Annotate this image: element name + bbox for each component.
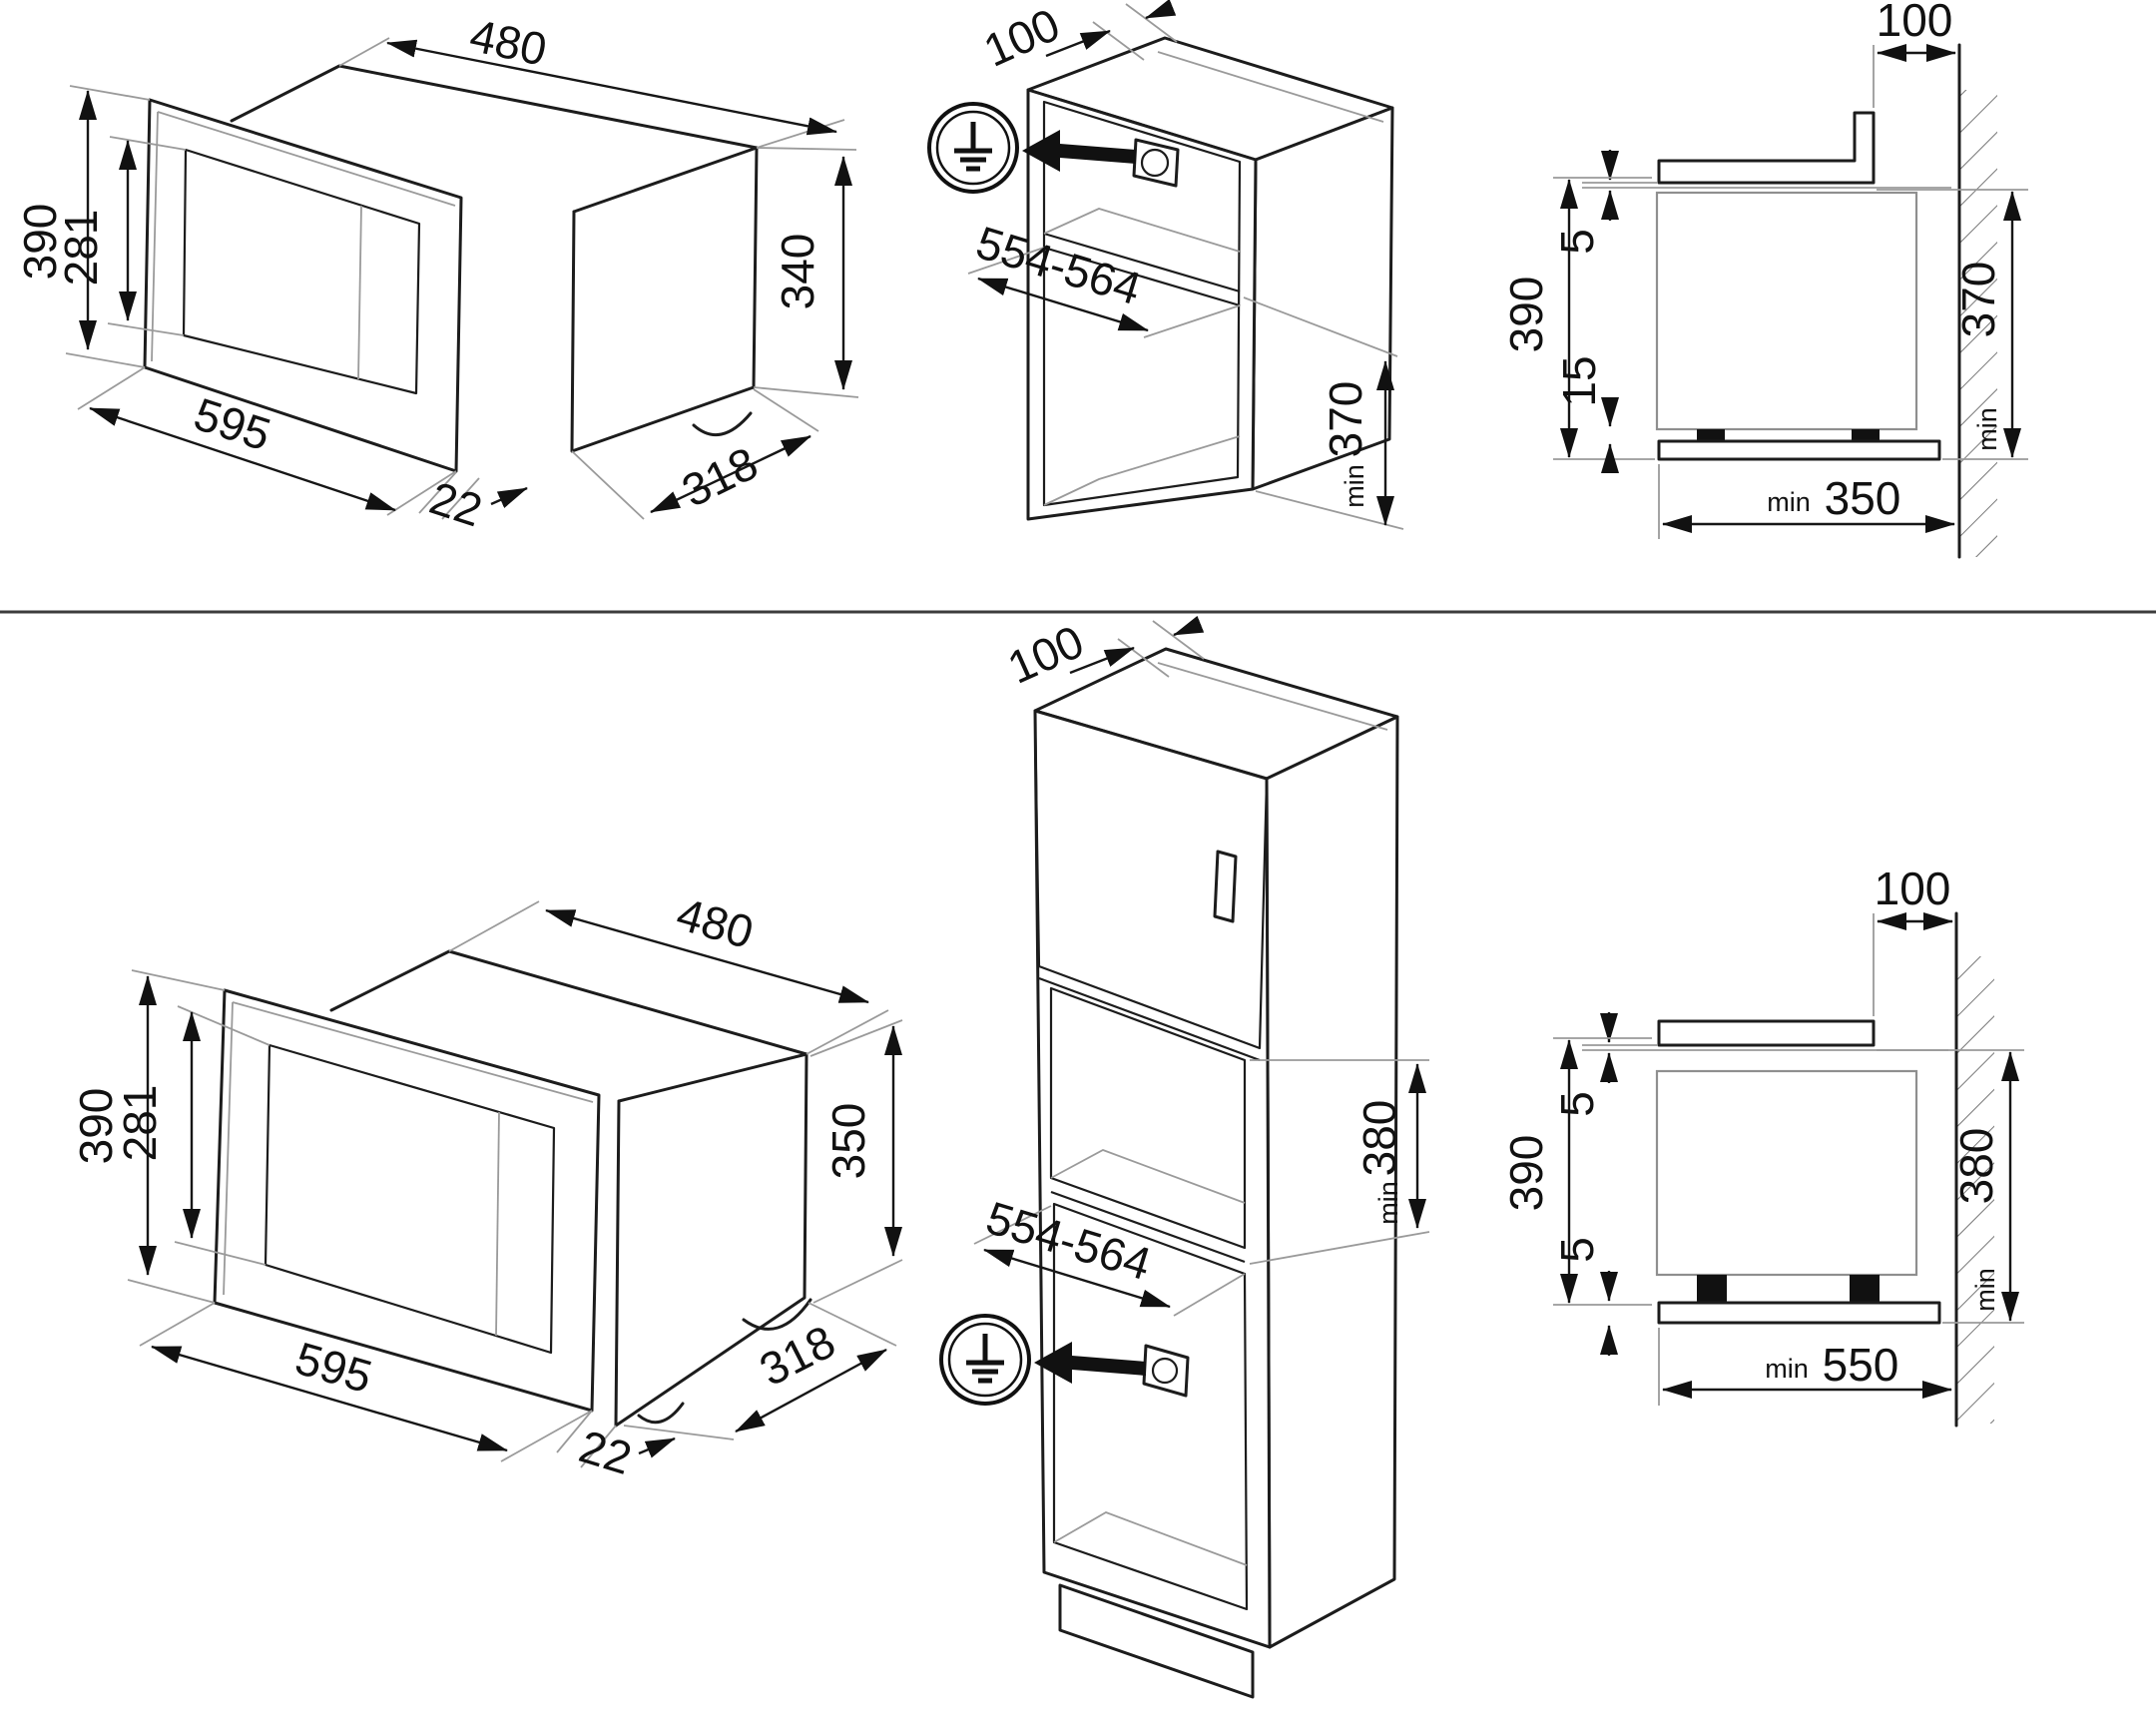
plinth <box>1058 1583 1255 1699</box>
dim-label-281: 281 <box>114 1085 166 1162</box>
dimensions: 480 390 281 340 595 22 318 <box>14 9 859 536</box>
dim-label-350: 350 <box>1825 472 1901 524</box>
dim-label-380: 380 <box>1950 1128 2002 1205</box>
bottom-shelf <box>1657 439 1941 461</box>
dim-label-390: 390 <box>14 204 66 281</box>
dim-label-390: 390 <box>70 1088 122 1165</box>
dim-label-350: 350 <box>822 1103 874 1180</box>
dim-label-5: 5 <box>1551 229 1603 255</box>
counter-board <box>1657 1019 1876 1047</box>
dim-label-281: 281 <box>55 210 107 287</box>
socket-icon <box>1132 138 1180 188</box>
bottom-shelf <box>1657 1301 1941 1325</box>
foot <box>1697 429 1725 441</box>
door-handle <box>1213 850 1238 923</box>
dim-label-370: 370 <box>1320 381 1371 458</box>
dim-label-380: 380 <box>1353 1100 1405 1177</box>
dim-label-100: 100 <box>1877 0 1953 46</box>
dim-label-min: min <box>1340 464 1369 508</box>
top-right-section-view: 100 5 390 15 370 min min 350 <box>1500 0 2028 559</box>
microwave-outline <box>1655 191 1918 431</box>
dim-label-318: 318 <box>674 436 766 516</box>
wall <box>1954 911 1994 1428</box>
pointer-arrow <box>1034 1342 1146 1384</box>
dim-label-min2: min <box>1767 487 1811 517</box>
top-left-microwave-view: 480 390 281 340 595 22 318 <box>14 9 859 536</box>
dim-label-min: min <box>1373 1181 1403 1225</box>
dim-label-390: 390 <box>1500 277 1552 353</box>
dim-label-22: 22 <box>574 1420 638 1484</box>
foot-arc <box>692 411 753 436</box>
dim-label-480: 480 <box>671 887 759 958</box>
dim-label-100: 100 <box>976 0 1067 77</box>
dimensions: 100 5 390 15 370 min min 350 <box>1500 0 2028 539</box>
dim-label-22: 22 <box>424 471 489 536</box>
foot <box>1850 1275 1880 1303</box>
counter-board <box>1657 111 1876 185</box>
dim-label-5-bottom: 5 <box>1551 1237 1603 1263</box>
microwave-outline <box>1655 1069 1918 1277</box>
bottom-middle-cabinet-view: 100 554-564 380 min <box>939 615 1430 1699</box>
dim-label-5-top: 5 <box>1551 1091 1603 1117</box>
dim-label-min2: min <box>1765 1354 1809 1384</box>
dim-label-390: 390 <box>1500 1135 1552 1212</box>
dim-label-15: 15 <box>1553 355 1605 406</box>
dim-label-318: 318 <box>752 1315 843 1396</box>
earth-ground-icon <box>939 1314 1031 1406</box>
bottom-left-microwave-view: 480 390 281 350 595 22 318 <box>70 887 903 1484</box>
dim-label-100: 100 <box>1000 615 1091 694</box>
top-middle-cabinet-view: 100 554-564 370 min <box>927 0 1404 530</box>
foot-arc <box>637 1402 685 1425</box>
dim-label-550: 550 <box>1823 1339 1899 1391</box>
dim-label-370: 370 <box>1952 262 2004 338</box>
foot <box>1697 1275 1727 1303</box>
dim-label-340: 340 <box>772 234 823 310</box>
dim-label-min: min <box>1972 407 2002 451</box>
dim-label-min: min <box>1970 1268 2000 1312</box>
cabinet-body <box>1033 647 1399 1699</box>
pointer-arrow <box>1022 130 1136 172</box>
dim-label-100: 100 <box>1875 862 1951 914</box>
dimensions: 100 5 390 5 380 min min 550 <box>1500 862 2024 1406</box>
foot <box>1852 429 1880 441</box>
foot-arc <box>742 1298 812 1331</box>
dim-label-480: 480 <box>465 9 551 76</box>
earth-ground-icon <box>927 102 1019 194</box>
wall <box>1957 43 1997 559</box>
bottom-right-section-view: 100 5 390 5 380 min min 550 <box>1500 862 2024 1428</box>
